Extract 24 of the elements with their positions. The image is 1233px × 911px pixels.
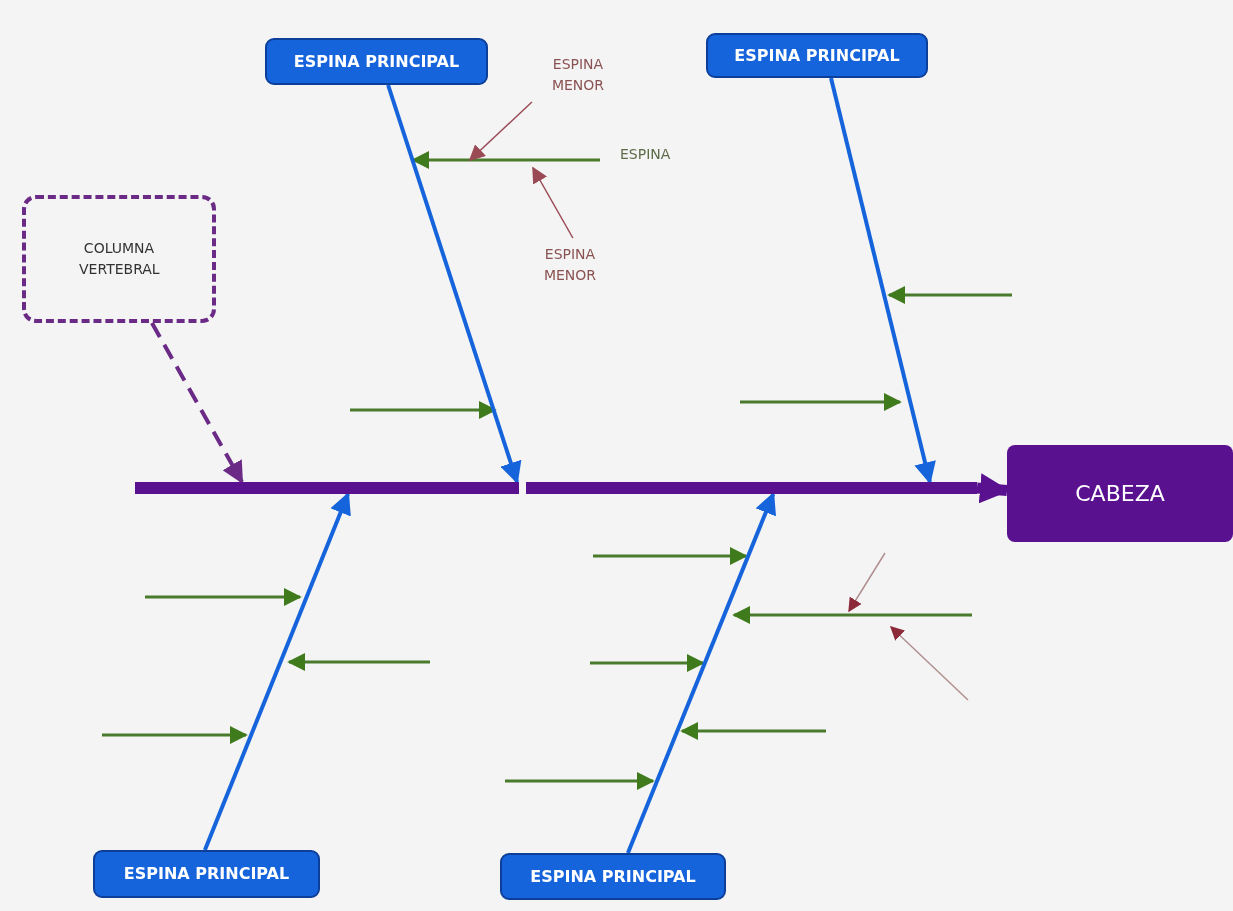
arrow bbox=[203, 491, 351, 851]
arrow bbox=[150, 322, 244, 484]
box-label: ESPINA PRINCIPAL bbox=[530, 865, 696, 888]
effect-box bbox=[1007, 445, 1233, 542]
annotation-text: ESPINA bbox=[620, 146, 671, 162]
arrow bbox=[976, 473, 1010, 504]
cause-category-box bbox=[265, 38, 488, 85]
arrow bbox=[626, 491, 776, 854]
cause-category-box bbox=[93, 850, 320, 898]
leader-line bbox=[468, 101, 533, 162]
box-label: ESPINA PRINCIPAL bbox=[734, 44, 900, 67]
cause-category-box bbox=[500, 853, 726, 900]
annotation-text: ESPINA MENOR bbox=[542, 245, 598, 285]
arrow bbox=[386, 84, 522, 485]
box-label: ESPINA PRINCIPAL bbox=[293, 50, 460, 73]
box-label: ESPINA PRINCIPAL bbox=[123, 863, 290, 885]
callout-text: COLUMNA VERTEBRAL bbox=[79, 239, 159, 279]
backbone-bar bbox=[135, 482, 977, 494]
dashed-callout-box bbox=[22, 195, 216, 323]
arrow bbox=[829, 77, 936, 485]
leader-line bbox=[532, 166, 574, 239]
box-label: CABEZA bbox=[1075, 480, 1165, 508]
annotation-text: ESPINA MENOR bbox=[550, 55, 606, 95]
cause-category-box bbox=[706, 33, 928, 78]
